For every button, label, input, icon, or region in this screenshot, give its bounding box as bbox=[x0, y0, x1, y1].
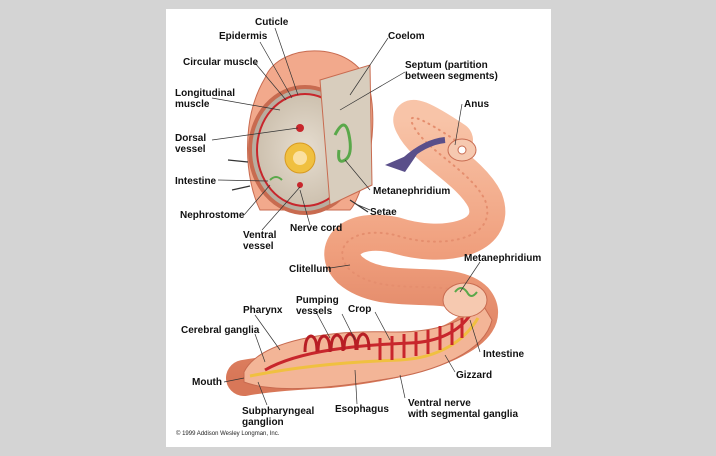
label-septum: Septum (partition between segments) bbox=[405, 60, 498, 82]
label-dorsal-vessel: Dorsal vessel bbox=[175, 133, 207, 155]
label-intestine-body: Intestine bbox=[483, 349, 525, 360]
cross-section bbox=[227, 50, 374, 215]
label-setae: Setae bbox=[370, 207, 397, 218]
label-pumping-vessels: Pumping vessels bbox=[296, 295, 339, 317]
label-metanephridium-cross: Metanephridium bbox=[373, 186, 451, 197]
label-crop: Crop bbox=[348, 304, 372, 315]
label-metanephridium-body: Metanephridium bbox=[464, 253, 542, 264]
label-longitudinal-muscle: Longitudinal muscle bbox=[175, 88, 235, 110]
label-cuticle: Cuticle bbox=[255, 17, 289, 28]
label-circular-muscle: Circular muscle bbox=[183, 57, 259, 68]
label-clitellum: Clitellum bbox=[289, 264, 332, 275]
label-subpharyngeal-ganglion: Subpharyngeal ganglion bbox=[242, 406, 315, 428]
label-nephrostome: Nephrostome bbox=[180, 210, 245, 221]
label-ventral-nerve: Ventral nerve with segmental ganglia bbox=[408, 398, 519, 420]
label-epidermis: Epidermis bbox=[219, 31, 268, 42]
label-pharynx: Pharynx bbox=[243, 305, 283, 316]
label-esophagus: Esophagus bbox=[335, 404, 389, 415]
label-anus: Anus bbox=[464, 99, 489, 110]
leader-lines bbox=[211, 27, 481, 406]
label-mouth: Mouth bbox=[192, 377, 222, 388]
worm-body bbox=[226, 100, 506, 396]
copyright-notice: © 1999 Addison Wesley Longman, Inc. bbox=[176, 431, 280, 437]
label-ventral-vessel: Ventral vessel bbox=[243, 230, 277, 252]
label-nerve-cord: Nerve cord bbox=[290, 223, 343, 234]
label-intestine-cross: Intestine bbox=[175, 176, 217, 187]
label-gizzard: Gizzard bbox=[456, 370, 493, 381]
label-coelom: Coelom bbox=[388, 31, 425, 42]
label-cerebral-ganglia: Cerebral ganglia bbox=[181, 325, 260, 336]
